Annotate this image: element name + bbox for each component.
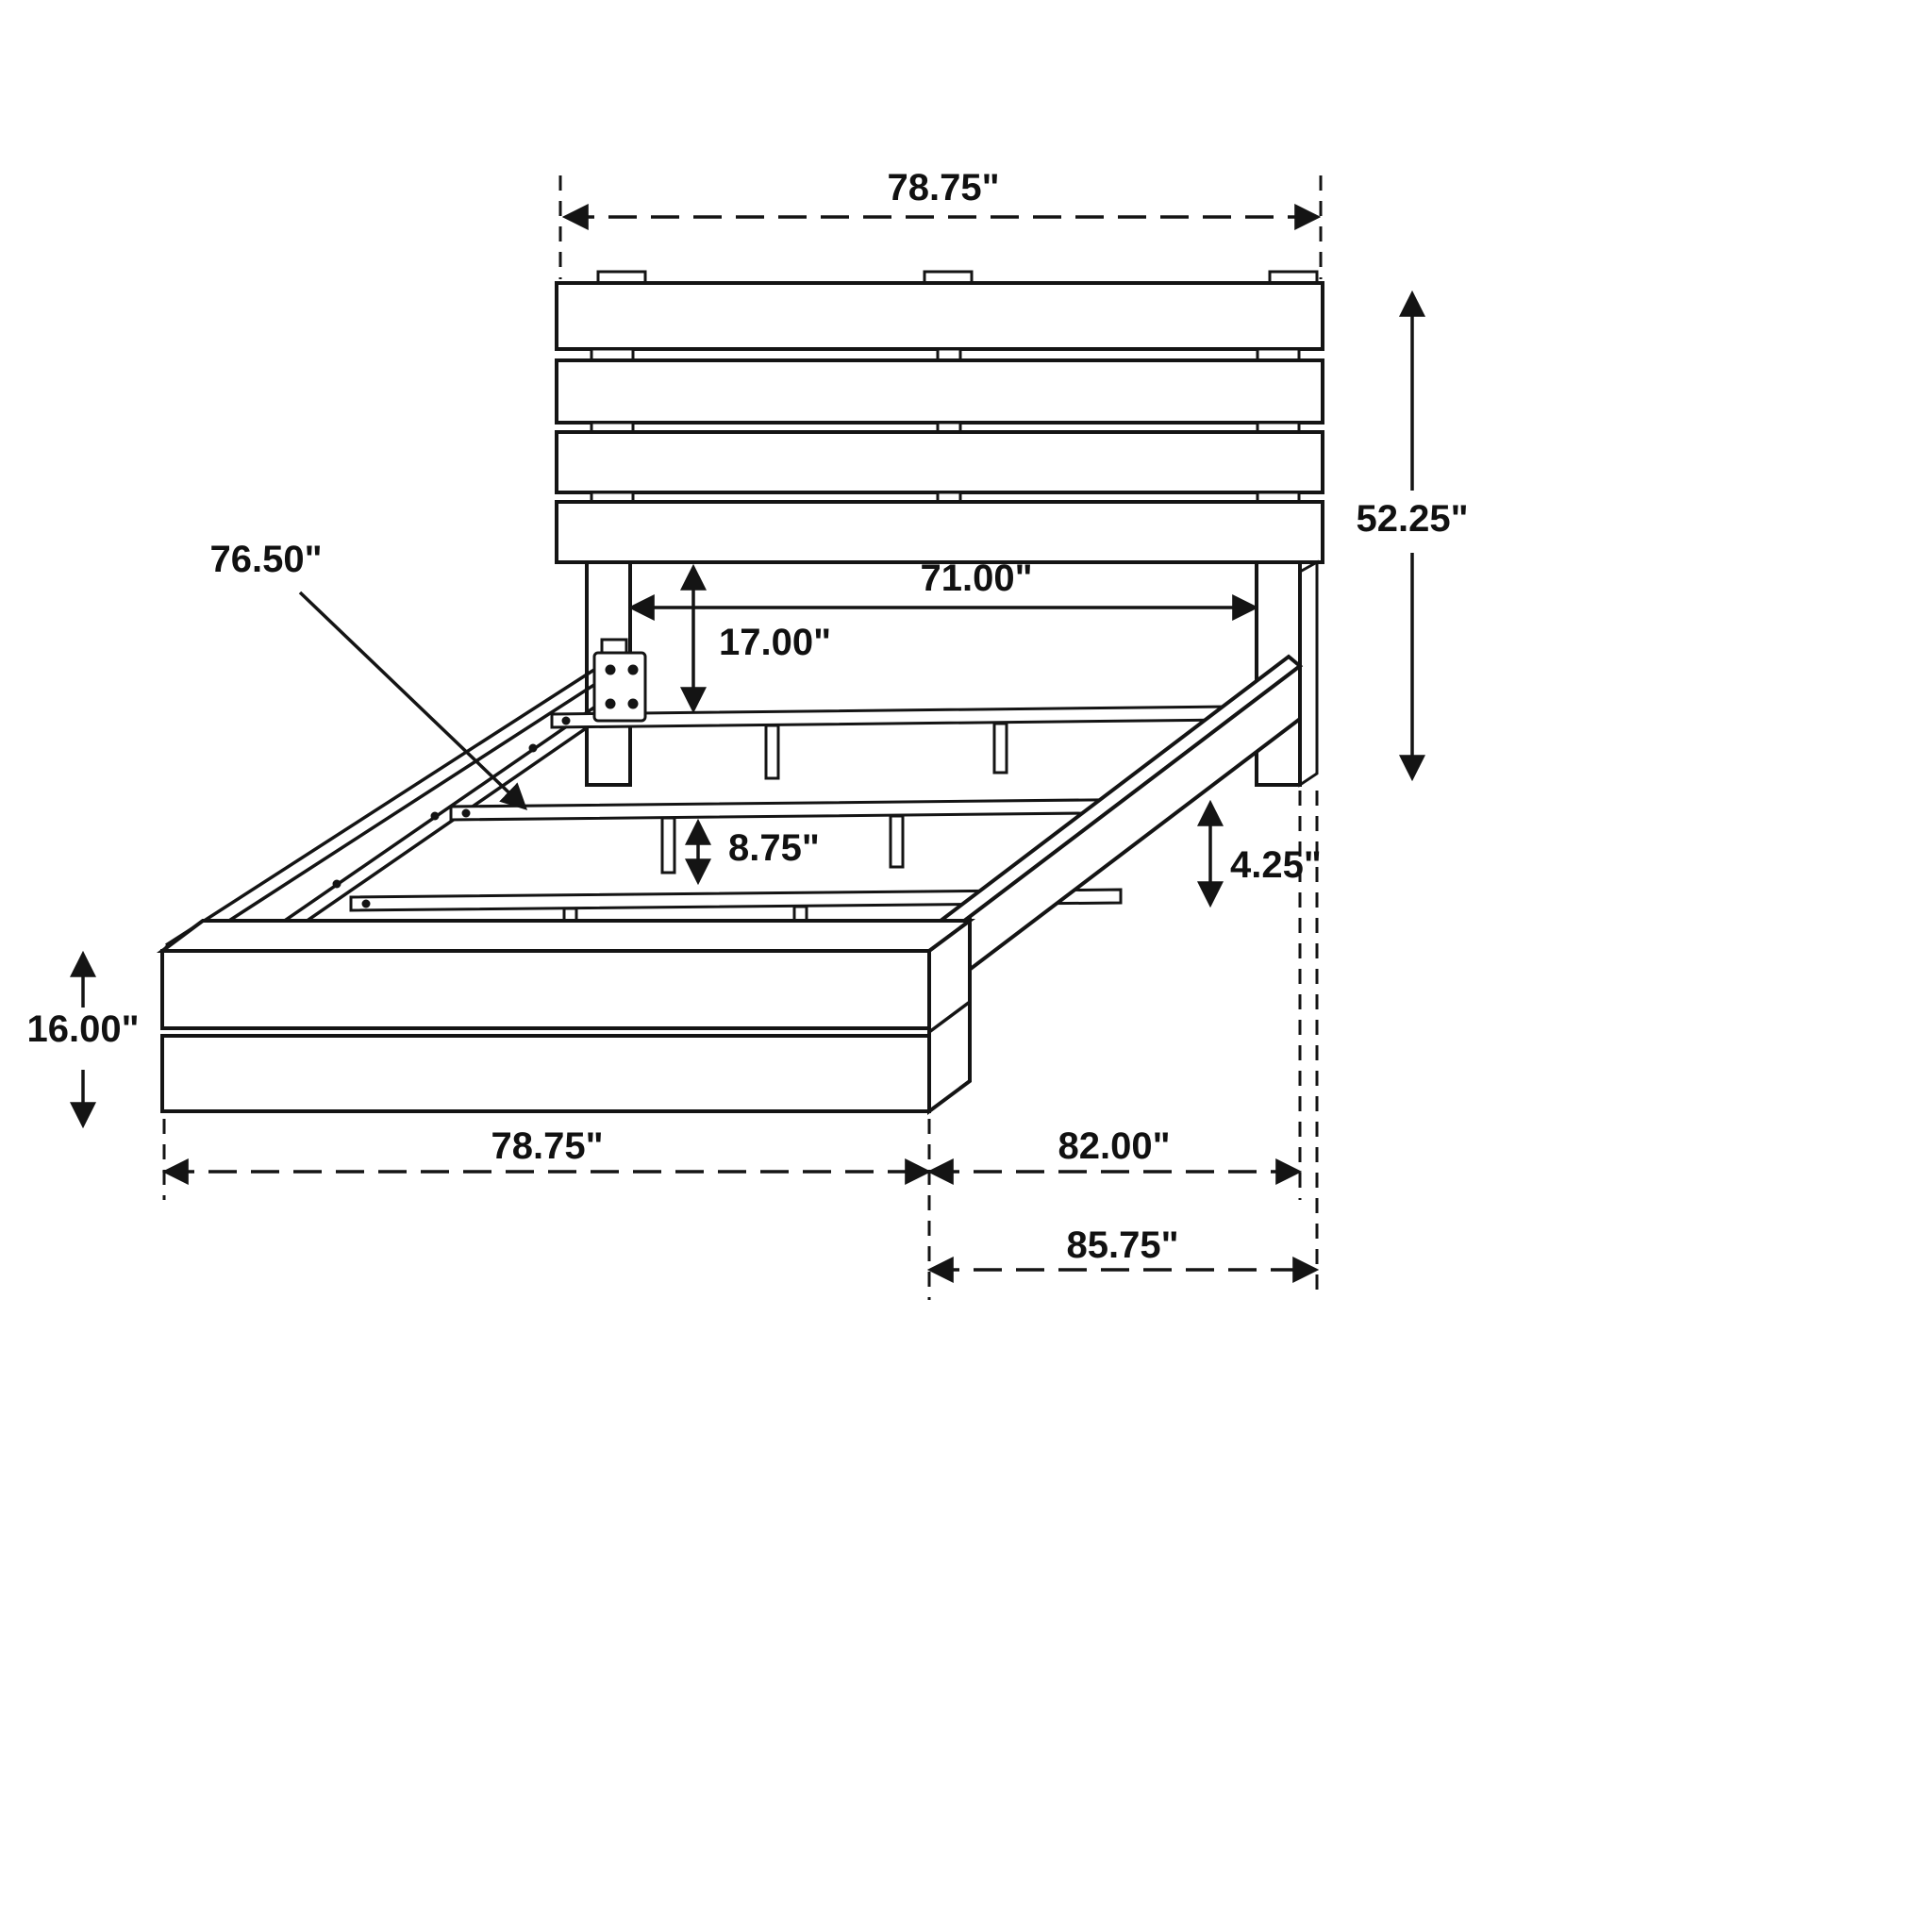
bracket-screw (605, 698, 616, 709)
dim-leader-slat-rail-length (298, 591, 528, 810)
dim-label-footboard-width: 78.75" (491, 1125, 603, 1167)
dim-label-headboard-to-slat: 17.00" (719, 622, 831, 663)
bracket-screw (627, 664, 639, 675)
dim-label-inner-width: 71.00" (920, 558, 1032, 599)
dim-label-slat-rail-length: 76.50" (209, 539, 322, 580)
side-rail-right (917, 654, 1304, 1003)
screw-dot (561, 716, 571, 725)
bracket-screw (605, 664, 616, 675)
footboard (156, 917, 976, 1115)
slat-leg (992, 722, 1008, 774)
cross-slat-head (550, 705, 1230, 729)
footboard-side-gap (927, 1000, 972, 1034)
footboard-top-face (156, 919, 976, 953)
slat-leg (764, 724, 780, 780)
footboard-plank-top (160, 949, 931, 1030)
dim-label-slat-support-height: 8.75" (728, 827, 820, 869)
bracket-screw (627, 698, 639, 709)
rail-bracket (592, 638, 647, 723)
dim-label-footboard-height: 16.00" (26, 1008, 139, 1050)
screw-dot (528, 743, 538, 753)
dim-label-side-rail-height: 4.25" (1230, 844, 1322, 886)
headboard-plank-4 (555, 500, 1324, 564)
footboard-plank-bottom (160, 1034, 931, 1113)
screw-dot (332, 879, 341, 889)
headboard-plank-2 (555, 358, 1324, 425)
bracket-plate (592, 651, 647, 723)
cross-slat-foot (349, 888, 1123, 912)
slat-leg (660, 816, 676, 874)
dimension-annotations: 78.75" 52.25" 71.00" 17.00" 76.50" 8.75"… (26, 167, 1469, 1300)
headboard-plank-1 (555, 281, 1324, 351)
cross-slat-middle (449, 797, 1177, 822)
screw-dot (430, 811, 440, 821)
dim-label-headboard-width: 78.75" (887, 167, 999, 208)
slat-leg (889, 814, 905, 869)
screw-dot (361, 899, 371, 908)
dim-label-headboard-height: 52.25" (1356, 498, 1468, 540)
headboard-plank-3 (555, 430, 1324, 494)
dim-label-frame-length: 82.00" (1058, 1125, 1170, 1167)
screw-dot (461, 808, 471, 818)
dim-label-overall-length: 85.75" (1066, 1224, 1178, 1266)
headboard-leg-right-side (1298, 559, 1319, 788)
